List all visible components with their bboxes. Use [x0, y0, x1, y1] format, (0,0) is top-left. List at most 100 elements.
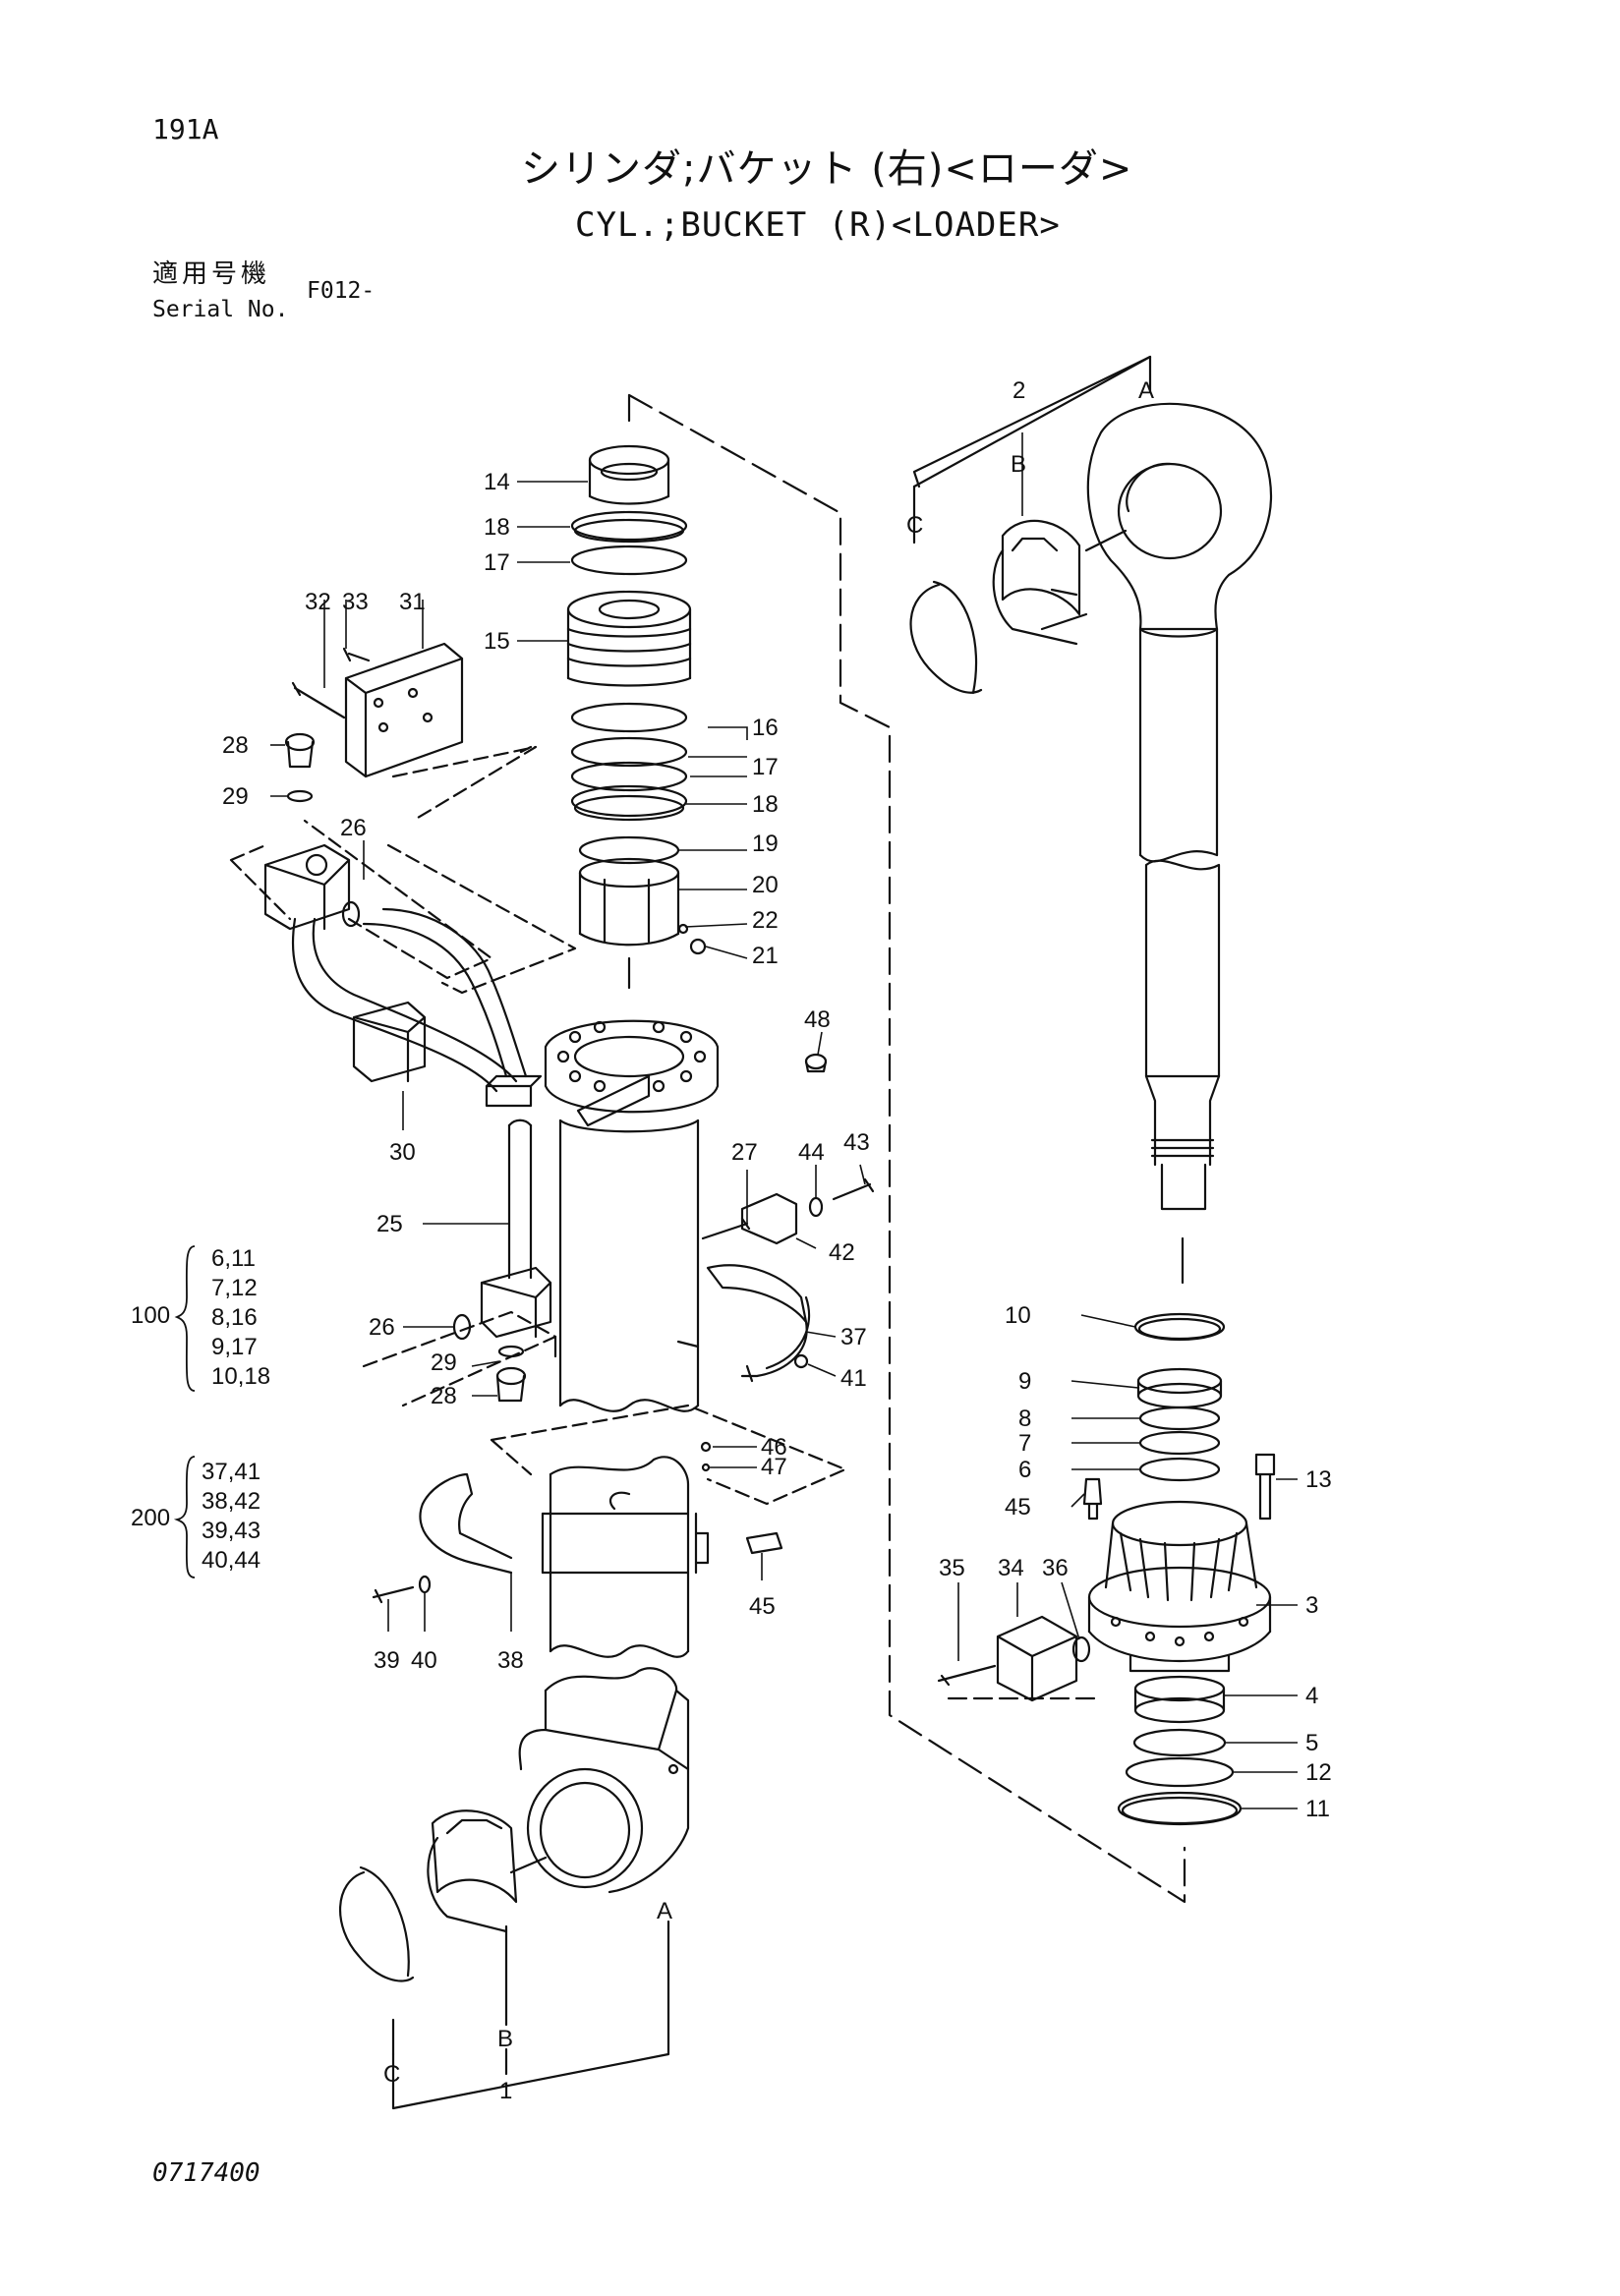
- nipple-46: [700, 1441, 712, 1453]
- callout-16: 16: [752, 715, 779, 741]
- kit-200-label: 200: [131, 1505, 170, 1531]
- callout-7: 7: [1018, 1430, 1031, 1457]
- callout-48: 48: [804, 1006, 831, 1033]
- bolt-32: [291, 681, 346, 719]
- kit-100-item-2: 7,12: [211, 1275, 258, 1301]
- serial-label-japanese: 適用号機: [152, 259, 271, 289]
- clamp-37: [706, 1264, 811, 1383]
- plug-28-upper: [284, 732, 316, 769]
- bolt-13: [1254, 1453, 1276, 1521]
- set-screw-21: [689, 938, 707, 955]
- ball-22: [677, 923, 689, 935]
- callout-41: 41: [840, 1365, 867, 1392]
- ring-17-upper: [570, 545, 688, 576]
- serial-label-english: Serial No.: [152, 297, 289, 322]
- gland-head-3: [1087, 1500, 1272, 1673]
- kit-200-item-1: 37,41: [202, 1459, 260, 1485]
- kit-200-item-4: 40,44: [202, 1547, 260, 1574]
- callout-1: 1: [499, 2078, 512, 2104]
- ring-11: [1117, 1791, 1243, 1826]
- bolt-43: [832, 1177, 875, 1201]
- o-ring-36: [1071, 1636, 1091, 1663]
- callout-9: 9: [1018, 1368, 1031, 1395]
- piston-15: [566, 590, 692, 687]
- callout-18-upper: 18: [484, 514, 510, 541]
- bolt-27: [701, 1217, 751, 1240]
- bracket-31: [344, 642, 464, 778]
- o-ring-29-upper: [286, 789, 314, 803]
- clamp-38: [419, 1472, 513, 1575]
- rod-boundary-frame: [912, 355, 1152, 488]
- ref-b-upper: B: [1011, 451, 1026, 478]
- callout-18-lower: 18: [752, 791, 779, 818]
- kit-100-item-5: 10,18: [211, 1363, 270, 1390]
- ref-b-lower: B: [497, 2026, 513, 2052]
- callout-35: 35: [939, 1555, 965, 1581]
- washer-44: [808, 1196, 824, 1218]
- hose-and-block-30: [292, 907, 528, 1093]
- callout-19: 19: [752, 831, 779, 857]
- block-26-upper: [263, 843, 351, 931]
- callout-10: 10: [1005, 1302, 1031, 1329]
- o-ring-29-lower: [497, 1345, 525, 1358]
- callout-3: 3: [1305, 1592, 1318, 1619]
- callout-45-upper: 45: [1005, 1494, 1031, 1521]
- ring-7: [1138, 1430, 1221, 1456]
- kit-200-item-2: 38,42: [202, 1488, 260, 1515]
- callout-20: 20: [752, 872, 779, 898]
- callout-29-upper: 29: [222, 783, 249, 810]
- bottom-clevis: [518, 1667, 690, 1894]
- callout-4: 4: [1305, 1683, 1318, 1709]
- kit-200-item-3: 39,43: [202, 1518, 260, 1544]
- seal-8: [1138, 1406, 1221, 1431]
- callout-33: 33: [342, 589, 369, 615]
- callout-17-lower: 17: [752, 754, 779, 780]
- callout-43: 43: [843, 1129, 870, 1156]
- bolt-33: [342, 647, 371, 662]
- callout-34: 34: [998, 1555, 1024, 1581]
- callout-2: 2: [1012, 377, 1025, 404]
- drawing-number: 0717400: [152, 2158, 260, 2188]
- snap-ring-upper: [909, 580, 983, 695]
- page-number: 191A: [152, 113, 219, 145]
- callout-25: 25: [376, 1211, 403, 1237]
- callout-46: 46: [761, 1434, 787, 1461]
- callout-44: 44: [798, 1139, 825, 1166]
- rod-eye: [1086, 402, 1272, 863]
- callout-26-lower: 26: [369, 1314, 395, 1341]
- bushing-4: [1133, 1675, 1226, 1724]
- callout-31: 31: [399, 589, 426, 615]
- plug-48: [804, 1053, 828, 1073]
- ring-16b: [570, 736, 688, 768]
- callout-45-lower: 45: [749, 1593, 776, 1620]
- seal-ring-10: [1133, 1312, 1226, 1342]
- callout-17-upper: 17: [484, 549, 510, 576]
- grease-nipple-45-lower: [745, 1531, 783, 1555]
- kit-100-item-4: 9,17: [211, 1334, 258, 1360]
- washer-40: [418, 1575, 432, 1594]
- pin-bushing-lower: [427, 1809, 548, 1933]
- ref-c-lower: C: [383, 2061, 400, 2088]
- callout-47: 47: [761, 1454, 787, 1480]
- cylinder-bottom: [541, 1456, 710, 1658]
- callout-28-lower: 28: [431, 1383, 457, 1409]
- ring-18-upper: [570, 510, 688, 544]
- kit-200-group: 200 37,41 38,42 39,43 40,44: [131, 1456, 260, 1578]
- callout-29-lower: 29: [431, 1349, 457, 1376]
- ref-c-upper: C: [906, 512, 923, 539]
- title-english: CYL.;BUCKET (R)<LOADER>: [575, 205, 1061, 245]
- seal-5: [1132, 1728, 1227, 1757]
- assembly-boundary-frame: [627, 393, 1186, 1904]
- pin-bushing-upper: [992, 519, 1128, 646]
- kit-100-label: 100: [131, 1302, 170, 1329]
- callout-15: 15: [484, 628, 510, 655]
- callout-5: 5: [1305, 1730, 1318, 1756]
- cylinder-tube: [485, 1019, 720, 1412]
- callout-27: 27: [731, 1139, 758, 1166]
- o-ring-26-lower: [452, 1313, 472, 1341]
- callout-40: 40: [411, 1647, 437, 1674]
- callout-11: 11: [1305, 1796, 1330, 1822]
- callout-21: 21: [752, 943, 779, 969]
- nut-20: [578, 857, 680, 947]
